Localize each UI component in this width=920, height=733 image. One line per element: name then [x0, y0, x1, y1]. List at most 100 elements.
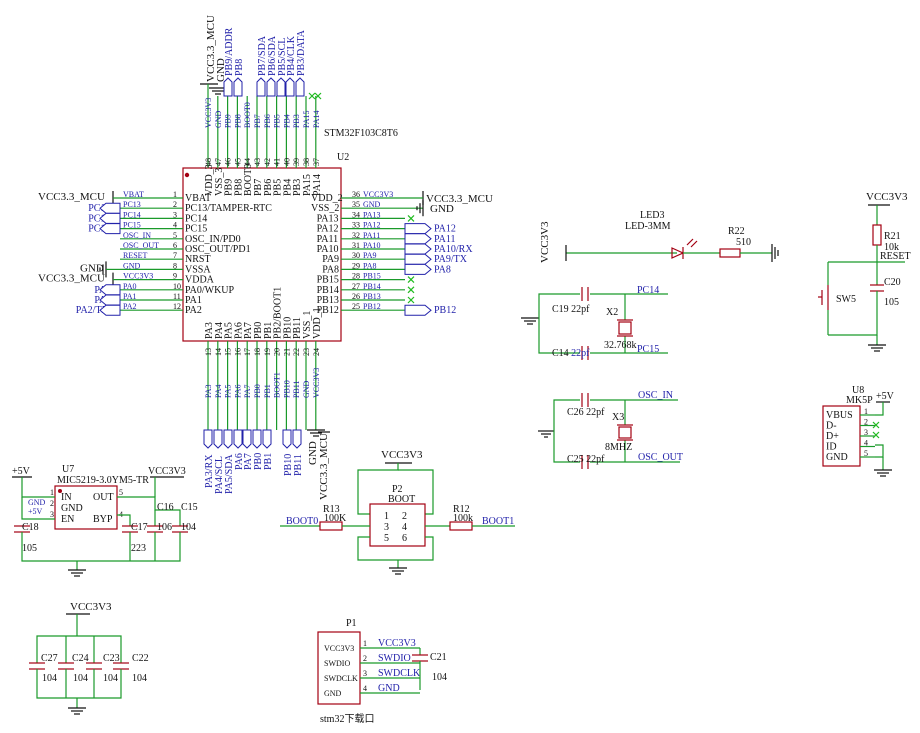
- boot-pin-5: 5: [384, 533, 389, 544]
- mcu-port-label: PA10/RX: [434, 244, 473, 255]
- c25-label: C25 22pf: [567, 454, 605, 465]
- mcu-net-label: PC14: [123, 210, 141, 219]
- p1-ref: P1: [346, 618, 357, 629]
- mcu-net-label: PB3: [292, 114, 301, 128]
- swd-pin-num: 1: [363, 639, 367, 648]
- led-value: LED-3MM: [625, 221, 671, 232]
- mcu-pin-name: PA12: [317, 224, 339, 235]
- net-port-bottom: [252, 429, 262, 449]
- mcu-bottom-label: PA5/SDA: [224, 454, 235, 494]
- mcu-net-label: PB8: [233, 114, 242, 128]
- r12-value: 100k: [453, 513, 473, 524]
- mcu-pin-name: VDD_1: [312, 307, 323, 339]
- mcu-port-label: PB12: [434, 305, 456, 316]
- mcu-top-label: PB8: [234, 59, 245, 76]
- mcu-bottom-label: PB10: [283, 454, 294, 476]
- mcu-pin-name: PB6: [263, 179, 274, 196]
- mcu-pin-num: 43: [253, 158, 262, 166]
- mcu-pin-name: PB13: [317, 295, 339, 306]
- mcu-pin-num: 25: [352, 302, 360, 311]
- usb-body: [822, 405, 861, 467]
- mcu-net-label: PA12: [363, 221, 381, 230]
- mcu-pin-num: 2: [173, 200, 177, 209]
- boot-ground-icon: [389, 567, 407, 575]
- reset-supply-label: VCC3V3: [866, 191, 908, 203]
- mcu-net-label: PA5: [224, 385, 233, 399]
- usb-pin-name: VBUS: [826, 410, 853, 421]
- ldo-body: [54, 485, 118, 530]
- boot-pin-1: 1: [384, 511, 389, 522]
- net-port-bottom: [262, 429, 272, 449]
- mcu-net-label: BOOT1: [273, 372, 282, 398]
- mcu-pin-name: PA15: [302, 174, 313, 196]
- mcu-pin-num: 33: [352, 221, 360, 230]
- reset-net: RESET: [880, 251, 911, 262]
- usb-pin-num: 4: [864, 439, 868, 448]
- mcu-net-label: PA14: [312, 111, 321, 129]
- mcu-port-label: PA8: [434, 264, 451, 275]
- ldo-pin-num-2: 2: [50, 499, 54, 508]
- ldo-u7: +5V U7 MIC5219-3.0YM5-TR IN GND EN OUT B…: [12, 464, 198, 577]
- mcu-pin-num: 16: [233, 348, 242, 356]
- ground-icon: [416, 200, 424, 217]
- usb-pin-num: 2: [864, 418, 868, 427]
- reset-circuit: VCC3V3 R21 10k RESET SW5 C20 105: [818, 191, 911, 352]
- mcu-body: [182, 167, 342, 342]
- mcu-pin-num: 47: [214, 158, 223, 166]
- mcu-pin-num: 22: [292, 348, 301, 356]
- mcu-pin-name: PB15: [317, 275, 339, 286]
- c23-value: 104: [103, 673, 118, 684]
- xtal8-ground-icon: [538, 430, 554, 438]
- usb-ground-icon: [874, 469, 892, 477]
- mcu-net-label: PB6: [263, 114, 272, 128]
- mcu-pin-num: 30: [352, 251, 360, 260]
- mcu-pin-name: PA5: [224, 322, 235, 339]
- c24-value: 104: [73, 673, 88, 684]
- boot-pin-4: 4: [402, 522, 407, 533]
- mcu-pin-name: PA3: [204, 322, 215, 339]
- mcu-net-label: GND: [123, 261, 141, 270]
- mcu-pin-name: PC13/TAMPER-RTC: [185, 203, 272, 214]
- mcu-pin-name: PB14: [317, 285, 339, 296]
- r21-ref: R21: [884, 231, 901, 242]
- swd-pin-num: 4: [363, 684, 367, 693]
- vcc-mcu-label: VCC3.3_MCU: [38, 273, 105, 285]
- mcu-pin-num: 41: [273, 158, 282, 166]
- mcu-net-label: GND: [302, 380, 311, 398]
- mcu-pin-name: PB0: [253, 322, 264, 339]
- mcu-pin-name: OSC_OUT/PD1: [185, 244, 251, 255]
- mcu-pin-name: VDD_3: [204, 164, 215, 196]
- mcu-net-label: VCC3V3: [363, 190, 393, 199]
- mcu-net-label: PB10: [282, 380, 291, 398]
- ldo-pin-num-3: 3: [50, 510, 54, 519]
- mcu-pin-num: 21: [282, 348, 291, 356]
- r21-value: 10k: [884, 242, 899, 253]
- vcc-mcu-label: VCC3.3_MCU: [205, 15, 217, 82]
- mcu-pin-name: OSC_IN/PD0: [185, 234, 241, 245]
- net-port-top: [256, 77, 266, 97]
- mcu-pin-name: PB5: [273, 179, 284, 196]
- mcu-pin-num: 48: [204, 158, 213, 166]
- mcu-net-label: PA3: [204, 385, 213, 399]
- mcu-pin-name: PB10: [282, 317, 293, 339]
- mcu-net-label: PA9: [363, 251, 377, 260]
- net-port-top: [233, 77, 243, 97]
- c17-ref: C17: [131, 522, 148, 533]
- mcu-net-label: PA8: [363, 261, 377, 270]
- mcu-port-label: PC14: [88, 213, 110, 224]
- ldo-pin-out: OUT: [93, 492, 114, 503]
- net-port-bottom: [242, 429, 252, 449]
- mcu-pin-num: 32: [352, 231, 360, 240]
- ldo-5v-net: +5V: [28, 507, 43, 516]
- mcu-pin-num: 20: [273, 348, 282, 356]
- vcc-mcu-label: VCC3.3_MCU: [426, 193, 493, 205]
- ldo-pin-num-5: 5: [119, 488, 123, 497]
- ldo-pin-en: EN: [61, 514, 74, 525]
- x2-ref: X2: [606, 307, 618, 318]
- mcu-pin-name: PA8: [322, 264, 339, 275]
- mcu-bottom-label: PA7: [243, 453, 254, 470]
- mcu-net-label: PA13: [363, 210, 381, 219]
- net-port-pa12: [404, 223, 432, 235]
- mcu-pin-name: PC15: [185, 224, 207, 235]
